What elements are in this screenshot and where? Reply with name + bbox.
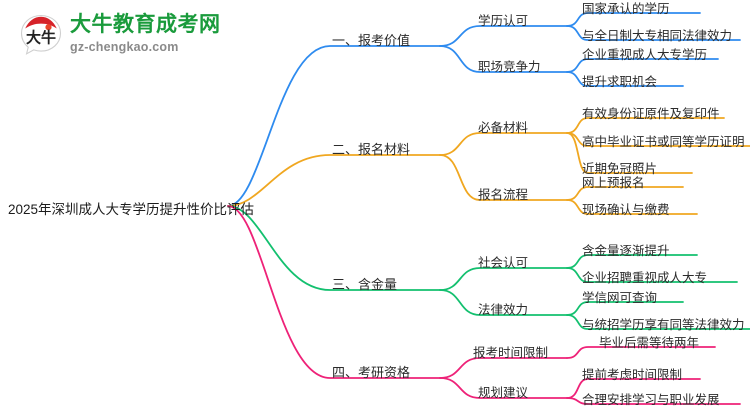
subbranch-node-3-1[interactable]: 社会认可 — [478, 256, 529, 270]
leaf-node[interactable]: 与统招学历享有同等法律效力 — [582, 318, 745, 332]
subbranch-node-1-2[interactable]: 职场竞争力 — [478, 60, 541, 74]
svg-text:大牛: 大牛 — [26, 29, 56, 47]
subbranch-node-4-1[interactable]: 报考时间限制 — [473, 346, 549, 360]
leaf-node[interactable]: 企业重视成人大专学历 — [582, 48, 708, 62]
leaf-node[interactable]: 提升求职机会 — [582, 75, 658, 89]
logo-text-block: 大牛教育成考网 gz-chengkao.com — [70, 13, 221, 55]
leaf-node[interactable]: 近期免冠照片 — [582, 162, 658, 176]
leaf-node[interactable]: 毕业后需等待两年 — [599, 336, 700, 350]
leaf-node[interactable]: 有效身份证原件及复印件 — [582, 107, 720, 121]
leaf-node[interactable]: 学信网可查询 — [582, 291, 658, 305]
branch-1-connectors — [227, 12, 741, 207]
branch-node-4[interactable]: 四、考研资格 — [332, 365, 411, 380]
subbranch-node-2-1[interactable]: 必备材料 — [478, 121, 529, 135]
branch-4-connectors — [227, 205, 741, 405]
branch-node-1[interactable]: 一、报考价值 — [332, 33, 411, 48]
branch-node-2[interactable]: 二、报名材料 — [332, 142, 411, 157]
leaf-node[interactable]: 企业招聘重视成人大专 — [582, 271, 708, 285]
leaf-node[interactable]: 提前考虑时间限制 — [582, 368, 683, 382]
leaf-node[interactable]: 国家承认的学历 — [582, 2, 670, 16]
branch-3-connectors — [227, 205, 750, 330]
subbranch-node-4-2[interactable]: 规划建议 — [478, 386, 529, 400]
logo-title: 大牛教育成考网 — [70, 13, 221, 36]
leaf-node[interactable]: 含金量逐渐提升 — [582, 244, 670, 258]
leaf-node[interactable]: 高中毕业证书或同等学历证明 — [582, 135, 745, 149]
mindmap-root-node[interactable]: 2025年深圳成人大专学历提升性价比评估 — [8, 202, 255, 217]
logo-subtitle: gz-chengkao.com — [70, 40, 179, 54]
leaf-node[interactable]: 合理安排学习与职业发展 — [582, 393, 720, 407]
leaf-node[interactable]: 与全日制大专相同法律效力 — [582, 29, 733, 43]
logo-mark-icon: 大牛 — [20, 14, 62, 55]
subbranch-node-2-2[interactable]: 报名流程 — [478, 188, 529, 202]
site-logo: 大牛 大牛教育成考网 gz-chengkao.com — [18, 8, 258, 62]
leaf-node[interactable]: 现场确认与缴费 — [582, 203, 670, 217]
branch-node-3[interactable]: 三、含金量 — [332, 277, 398, 292]
leaf-node[interactable]: 网上预报名 — [582, 176, 645, 190]
subbranch-node-1-1[interactable]: 学历认可 — [478, 14, 529, 28]
subbranch-node-3-2[interactable]: 法律效力 — [478, 303, 529, 317]
branch-2-connectors — [227, 117, 750, 215]
